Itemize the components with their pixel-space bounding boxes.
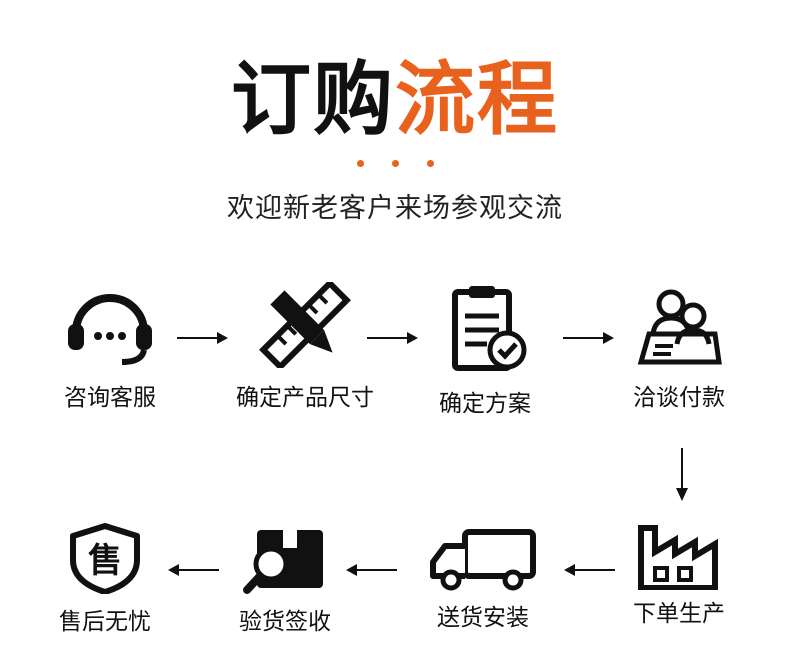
arrow-right-icon [367,330,419,349]
step-negotiate-payment: 洽谈付款 [614,282,744,412]
step-label: 确定方案 [439,391,531,417]
step-label: 送货安装 [437,605,529,631]
arrow-left-icon [563,562,615,581]
dot [426,160,434,167]
step-label: 售后无忧 [59,609,151,635]
step-label: 验货签收 [239,609,331,635]
step-label: 洽谈付款 [633,385,725,411]
shield-char: 售 [88,541,122,581]
decorative-dots [0,152,790,171]
step-after-sales: 售 售后无忧 [45,522,165,636]
step-confirm-plan: 确定方案 [420,282,550,418]
subtitle: 欢迎新老客户来场参观交流 [227,193,563,224]
headset-icon [68,294,152,365]
step-label: 咨询客服 [64,385,156,411]
step-confirm-size: 确定产品尺寸 [220,282,390,412]
arrow-left-icon [167,562,219,581]
arrow-right-icon [177,330,229,349]
factory-icon [638,525,718,590]
arrow-left-icon [345,562,397,581]
clipboard-check-icon [452,286,527,371]
pencil-ruler-icon [259,282,351,368]
dot [356,160,364,167]
title-part2: 流程 [395,53,559,146]
dot [391,160,399,167]
step-inspect-sign: 验货签收 [220,524,350,636]
step-label: 确定产品尺寸 [236,385,374,411]
arrow-down-icon [675,448,689,506]
meeting-people-icon [637,289,722,365]
step-consult-service: 咨询客服 [45,282,175,412]
step-label: 下单生产 [633,601,725,627]
package-inspect-icon [243,530,323,594]
shield-after-sales-icon: 售 [70,523,140,594]
title-part1: 订购 [231,53,395,146]
page-title: 订购流程 [0,52,790,148]
step-delivery-install: 送货安装 [418,526,548,632]
arrow-right-icon [563,330,615,349]
delivery-truck-icon [430,529,536,591]
step-production: 下单生产 [614,522,744,628]
